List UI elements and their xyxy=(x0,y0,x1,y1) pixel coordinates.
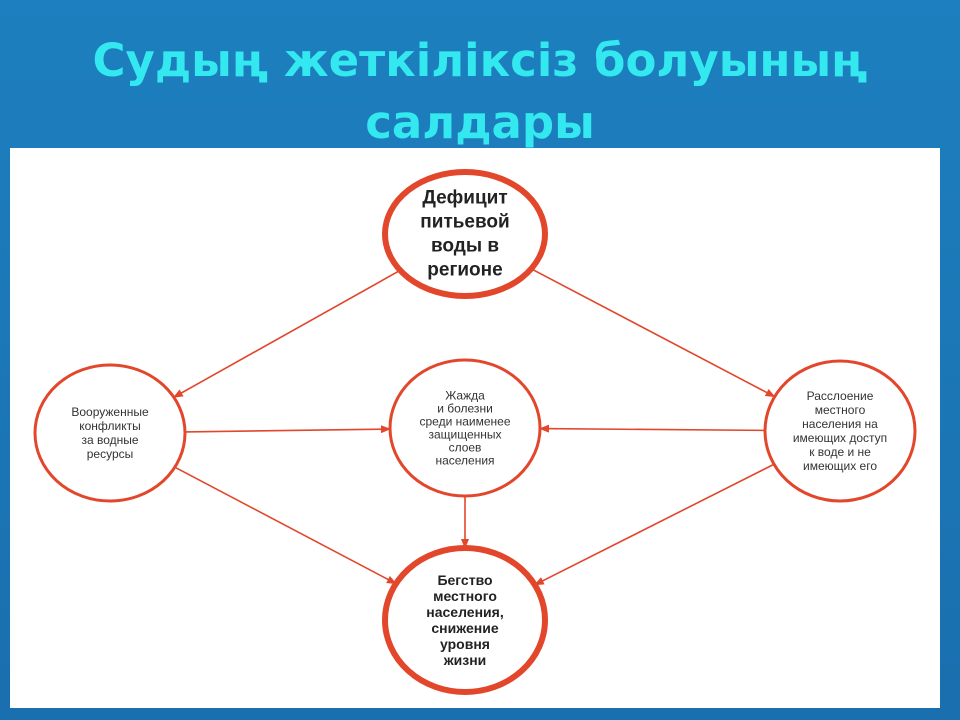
arrow-stratification-to-flight xyxy=(533,463,775,586)
node-flight-label-line: жизни xyxy=(443,652,487,668)
node-flight: Бегствоместногонаселения,снижениеуровняж… xyxy=(382,545,548,695)
arrow-conflicts-to-thirst xyxy=(184,425,392,434)
node-flight-label-line: населения, xyxy=(426,604,503,620)
node-stratification-label-line: Расслоение xyxy=(807,389,874,403)
node-deficit-label-line: воды в xyxy=(431,236,499,257)
node-thirst-label-line: слоев xyxy=(449,441,482,455)
node-deficit-label-line: питьевой xyxy=(420,212,509,233)
node-deficit-label-line: Дефицит xyxy=(422,188,507,209)
node-flight-label-line: местного xyxy=(433,588,497,604)
node-deficit-label-line: регионе xyxy=(427,260,502,281)
node-flight-label-line: уровня xyxy=(440,636,490,652)
node-conflicts-label-line: за водные xyxy=(81,433,138,447)
node-stratification-label-line: к воде и не xyxy=(809,445,871,459)
node-stratification-circle xyxy=(763,359,917,503)
node-stratification-label-line: местного xyxy=(815,403,866,417)
node-thirst-label-line: среди наименее xyxy=(419,415,510,429)
node-deficit-circle xyxy=(382,169,548,299)
node-flight-circle xyxy=(382,545,548,695)
node-thirst-label-line: населения xyxy=(435,454,494,468)
node-stratification-label-line: имеющих доступ xyxy=(793,431,887,445)
node-thirst-label-line: защищенных xyxy=(428,428,501,442)
arrow-conflicts-to-flight xyxy=(174,466,397,585)
node-flight-label-line: Бегство xyxy=(437,572,492,588)
arrow-stratification-to-thirst xyxy=(538,424,766,433)
node-conflicts-label-line: Вооруженные xyxy=(71,405,149,419)
arrow-deficit-to-stratification xyxy=(530,268,776,398)
node-thirst-label-line: Жажда xyxy=(445,389,485,403)
node-thirst-circle xyxy=(388,358,542,498)
node-flight-label-line: снижение xyxy=(431,620,498,636)
node-stratification-label-line: населения на xyxy=(802,417,878,431)
node-conflicts-circle xyxy=(33,363,187,503)
title-line-2: салдары xyxy=(365,96,595,149)
node-conflicts-label-line: ресурсы xyxy=(87,447,134,461)
node-stratification-label-line: имеющих его xyxy=(803,459,877,473)
title-line-1: Судың жеткіліксіз болуының xyxy=(92,34,868,87)
node-thirst-label-line: и болезни xyxy=(437,402,493,416)
node-deficit: Дефицит питьевой воды в регионе xyxy=(382,169,548,299)
node-conflicts-label-line: конфликты xyxy=(79,419,141,433)
slide-title: Судың жеткіліксіз болуының салдары xyxy=(0,30,960,154)
arrow-deficit-to-conflicts xyxy=(172,269,401,398)
